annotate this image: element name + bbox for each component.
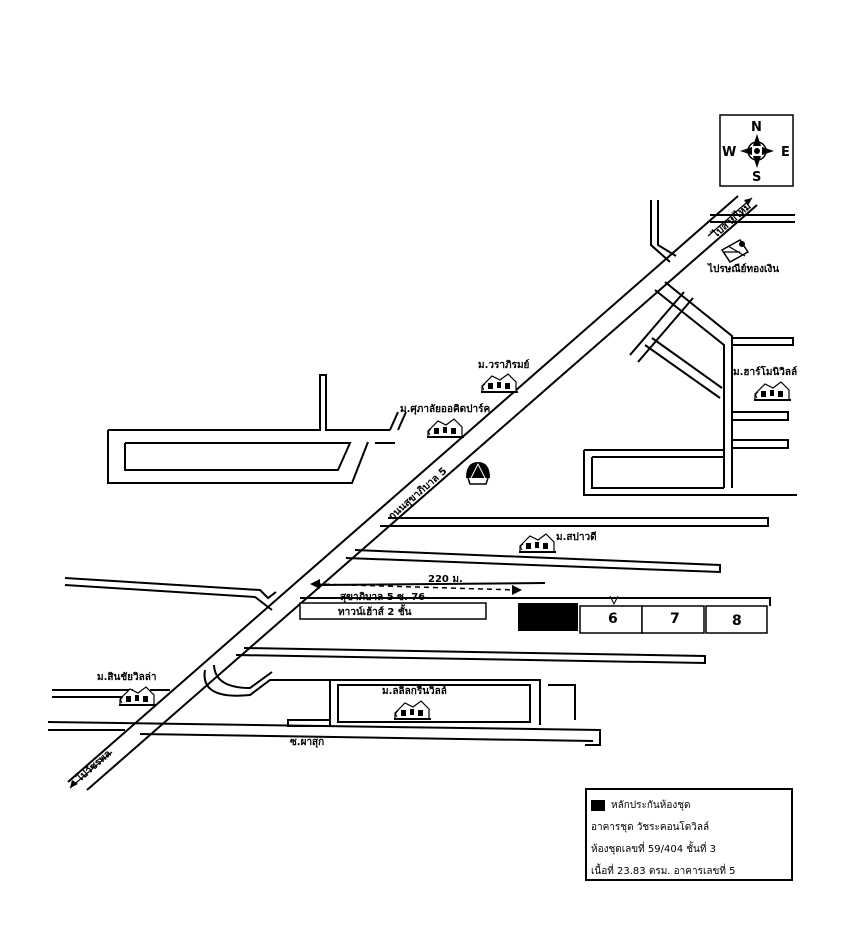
label-townhouse: ทาวน์เฮ้าส์ 2 ชั้น	[338, 604, 412, 618]
label-supalai: ม.ศุภาลัยออคิดปาร์ค	[400, 403, 490, 415]
post-office-icon	[720, 239, 750, 263]
legend-row-unit: ห้องชุดเลขที่ 59/404 ชั้นที่ 3	[591, 838, 787, 860]
legend-area: เนื้อที่ 23.83 ตรม. อาคารเลขที่ 5	[591, 865, 736, 877]
compass-east: E	[781, 145, 790, 160]
label-to-bottom: ไปวัชรพล	[73, 747, 114, 785]
legend-swatch	[591, 799, 605, 811]
building-7	[641, 605, 705, 634]
building-label-8: 8	[732, 613, 742, 629]
label-soi76: สุขาภิบาล 5 ซ. 76	[340, 591, 425, 603]
building-6	[579, 605, 643, 634]
label-sinchai: ม.สินชัยวิลล่า	[97, 671, 156, 683]
label-to-top: ไปสายไหม	[709, 200, 754, 241]
map-legend: หลักประกันห้องชุด อาคารชุด วัชระคอนโดวิล…	[585, 788, 793, 881]
building-label-6: 6	[608, 611, 618, 627]
legend-unit: ห้องชุดเลขที่ 59/404 ชั้นที่ 3	[591, 843, 717, 855]
distance-label: 220 ม.	[428, 574, 463, 585]
legend-row-building: อาคารชุด วัชระคอนโดวิลล์	[591, 816, 787, 838]
compass-west: W	[722, 145, 736, 160]
distance-arrow: 220 ม.	[310, 574, 522, 595]
legend-row-area: เนื้อที่ 23.83 ตรม. อาคารเลขที่ 5	[591, 860, 787, 882]
house-icon-warapirom	[480, 373, 519, 393]
building-8	[705, 605, 768, 634]
house-icon-lalin	[393, 700, 432, 720]
house-icon-saowadee	[518, 533, 557, 553]
compass-north: N	[751, 120, 762, 135]
direction-bottom: ไปวัชรพล	[69, 747, 114, 789]
compass: N S E W	[719, 114, 794, 187]
label-main-road: ถนนสุขาภิบาล 5	[386, 465, 449, 522]
house-icon-harmony	[753, 381, 792, 401]
roads-upper-right	[583, 200, 797, 496]
roads-lateral	[47, 517, 771, 746]
label-warapirom: ม.วราภิรมย์	[478, 359, 530, 371]
building-label-7: 7	[670, 611, 680, 627]
legend-row-collateral: หลักประกันห้องชุด	[591, 794, 787, 816]
direction-top: ไปสายไหม	[707, 197, 754, 241]
subject-building	[518, 603, 578, 631]
roads-upper-left	[107, 374, 407, 484]
legend-building: อาคารชุด วัชระคอนโดวิลล์	[591, 821, 710, 833]
label-post-office: ไปรษณีย์ทองเงิน	[707, 262, 779, 275]
shell-station-icon	[466, 462, 490, 485]
label-saowadee: ม.สปาวดี	[556, 531, 597, 543]
main-road	[67, 195, 758, 791]
label-harmony: ม.ฮาร์โมนิวิลล์	[733, 365, 797, 378]
label-soi-phasuk: ซ.ผาสุก	[290, 737, 324, 748]
compass-south: S	[752, 170, 761, 185]
house-icon-supalai	[426, 418, 465, 438]
legend-collateral: หลักประกันห้องชุด	[611, 799, 691, 811]
label-lalin: ม.ลลิลกรีนวิลล์	[382, 685, 447, 697]
